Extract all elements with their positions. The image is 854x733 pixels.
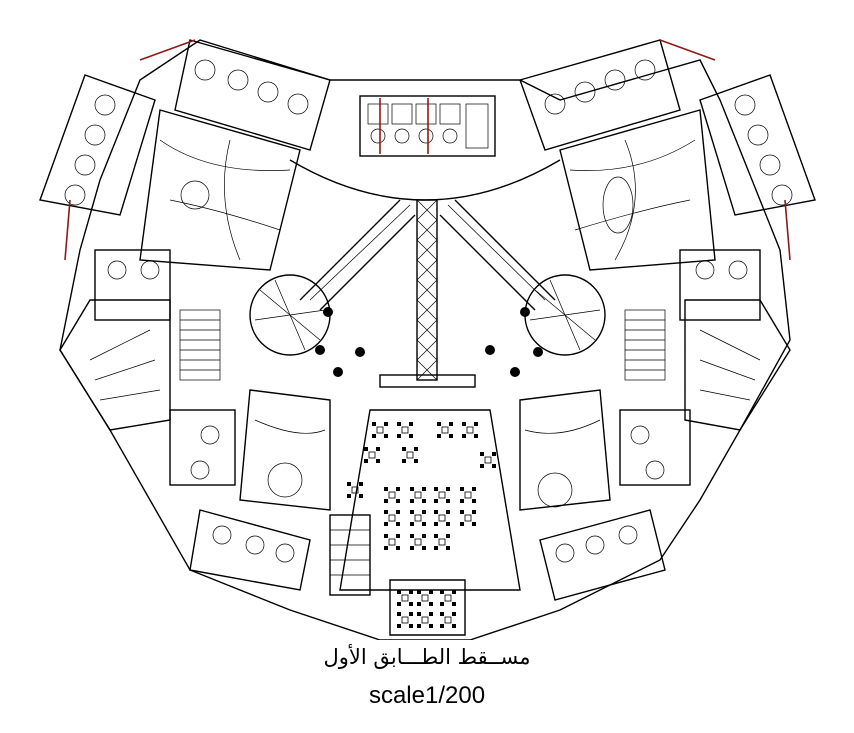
floor-plan-drawing — [39, 39, 816, 640]
left-room-wing-middle — [94, 249, 171, 321]
right-courtyard — [559, 109, 716, 271]
dining-table — [417, 612, 433, 628]
left-room-wing-upper — [39, 74, 156, 261]
left-room-wing-bottom — [189, 509, 311, 591]
dining-table — [480, 452, 496, 468]
lower-left-courtyard — [239, 389, 331, 511]
dining-table — [410, 510, 426, 526]
dining-table — [397, 612, 413, 628]
lower-right-courtyard — [519, 389, 611, 511]
dining-table — [384, 487, 400, 503]
dining-table — [397, 422, 413, 438]
right-room-wing-lower — [619, 409, 691, 486]
dining-hall — [339, 409, 521, 636]
dining-table — [434, 534, 450, 550]
left-courtyard — [139, 109, 301, 271]
dining-table — [384, 510, 400, 526]
dining-table — [410, 487, 426, 503]
dining-table — [437, 422, 453, 438]
left-room-wing-lower — [169, 409, 236, 486]
dining-table — [384, 534, 400, 550]
dining-table — [410, 534, 426, 550]
dining-tables — [347, 422, 496, 628]
dining-table — [397, 590, 413, 606]
left-room-wing-top — [139, 39, 331, 151]
dining-table — [440, 612, 456, 628]
drawing-scale: scale1/200 — [368, 682, 486, 709]
left-lounge — [59, 299, 221, 431]
right-room-wing-top — [519, 39, 716, 151]
dining-table — [402, 447, 418, 463]
drawing-title: مســقط الطـــابق الأول — [323, 645, 531, 669]
dining-table — [460, 510, 476, 526]
dining-table — [364, 447, 380, 463]
dining-table — [462, 422, 478, 438]
dining-table — [347, 482, 363, 498]
dining-table — [440, 590, 456, 606]
right-room-wing-middle — [679, 249, 761, 321]
dining-table — [417, 590, 433, 606]
dining-table — [372, 422, 388, 438]
central-service-block — [359, 95, 496, 157]
dining-table — [434, 487, 450, 503]
planters — [315, 307, 543, 377]
dining-table — [434, 510, 450, 526]
lobby-arc — [289, 159, 561, 201]
ramps — [299, 199, 556, 311]
entry-stair — [329, 514, 371, 596]
right-room-wing-bottom — [539, 509, 666, 601]
right-room-wing-upper — [699, 74, 816, 261]
central-bridge — [379, 199, 476, 388]
dining-table — [460, 487, 476, 503]
right-lounge — [624, 299, 791, 431]
